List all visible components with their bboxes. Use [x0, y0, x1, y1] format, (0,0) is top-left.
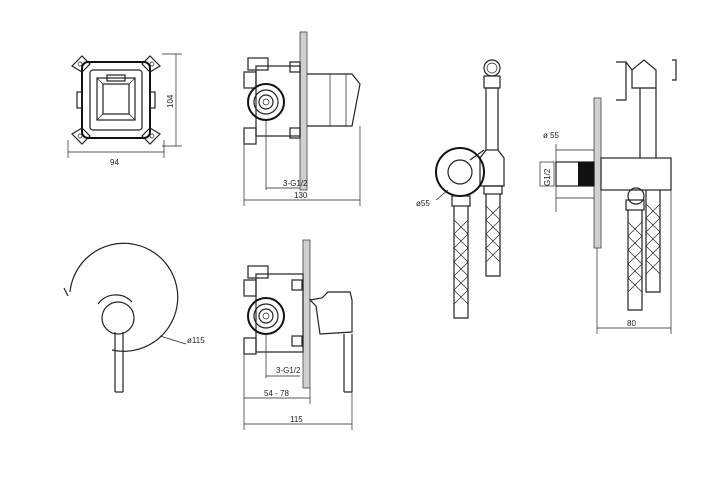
side-view-top [243, 31, 361, 191]
dimension-holder-diameter: ø55 [416, 189, 449, 208]
holder-diameter-label: ø55 [416, 199, 430, 208]
dimension-thread-bottom: 3-G1/2 [265, 334, 301, 378]
dimension-depth-bottom: 115 [243, 392, 353, 430]
plate-diameter-label: ø115 [187, 336, 205, 345]
sprayer-front-view [435, 59, 505, 319]
front-plate-view [63, 242, 179, 393]
dimension-thread-top: 3-G1/2 [265, 120, 308, 190]
depth-bottom-label: 115 [290, 415, 303, 424]
dimension-plate-diameter: ø115 [159, 335, 205, 345]
dimension-width: 94 [67, 140, 165, 167]
dimension-adjust-range: 54 - 78 [243, 354, 311, 404]
projection-label: 80 [627, 319, 636, 328]
thread-bottom-label: 3-G1/2 [276, 366, 301, 375]
thread-top-label: 3-G1/2 [283, 179, 308, 188]
adjust-range-label: 54 - 78 [264, 389, 289, 398]
outlet-thread-label: G1/2 [543, 168, 552, 186]
box-front-view [71, 55, 161, 145]
dimension-outlet-thread: G1/2 [539, 161, 555, 187]
dimension-depth-top: 130 [243, 126, 361, 206]
dimension-height-label: 104 [166, 94, 175, 108]
dimension-projection: 80 [596, 190, 672, 334]
side-view-bottom [243, 239, 353, 393]
dimension-outlet-diameter: ø 55 [543, 131, 560, 140]
dimension-height: 104 [162, 53, 182, 147]
outlet-side-view [555, 59, 677, 311]
dimension-width-label: 94 [110, 158, 119, 167]
depth-top-label: 130 [294, 191, 308, 200]
outlet-diameter-label: ø 55 [543, 131, 560, 140]
